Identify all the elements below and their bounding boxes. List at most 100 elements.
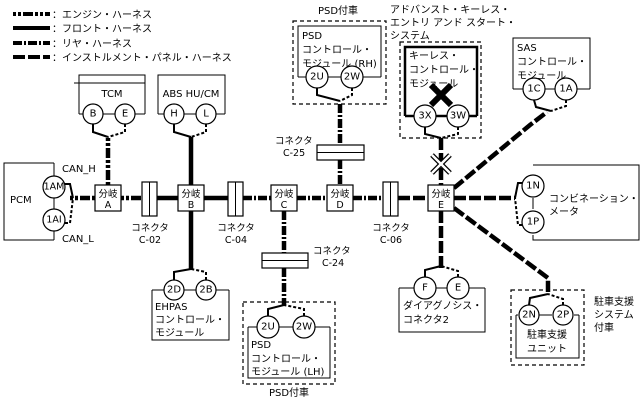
svg-text:コントロール・: コントロール・ — [251, 354, 321, 365]
psd-lh-option-box — [242, 301, 336, 385]
svg-text:2U: 2U — [261, 322, 275, 333]
connector-c06: コネクタ C-06 — [372, 181, 410, 246]
svg-text:分岐: 分岐 — [181, 188, 201, 200]
connector-c24: コネクタ C-24 — [261, 246, 351, 269]
parking-option-box — [510, 289, 585, 366]
pcm-label: PCM — [10, 195, 32, 206]
svg-text:C-24: C-24 — [322, 258, 344, 269]
can-h-label: CAN_H — [62, 164, 96, 175]
junction-b: 分岐 B — [177, 184, 205, 212]
svg-text:L: L — [203, 109, 209, 120]
svg-text:1C: 1C — [527, 84, 540, 95]
combination-meter-module: コンビネーション・ メータ 1N 1P — [514, 164, 640, 241]
svg-text:2D: 2D — [167, 285, 181, 296]
svg-text:コネクタ: コネクタ — [275, 136, 313, 147]
legend-front-label: ：フロント・ハーネス — [52, 23, 152, 35]
branch-e-parking — [452, 206, 551, 292]
pcm-twist-h — [65, 183, 74, 199]
junction-e: 分岐 E — [427, 184, 455, 212]
legend-instrument-label: ：インストルメント・パネル・ハーネス — [52, 52, 232, 64]
svg-text:1P: 1P — [527, 217, 539, 228]
svg-text:PSD: PSD — [251, 340, 271, 351]
svg-text:コネクタ: コネクタ — [217, 223, 255, 234]
svg-text:C-25: C-25 — [283, 148, 305, 159]
svg-text:分岐: 分岐 — [431, 188, 451, 200]
pcm-pin-1ai — [42, 208, 66, 232]
psd-rh-caption: PSD付車 — [318, 4, 358, 17]
svg-text:2B: 2B — [199, 285, 212, 296]
disabled-x-icon — [428, 82, 454, 108]
keyless-module: アドバンスト・キーレス・ エントリ アンド スタート・ システム キーレス・ コ… — [390, 4, 516, 175]
svg-text:B: B — [90, 109, 97, 120]
svg-text:コネクタ: コネクタ — [131, 223, 169, 234]
abs-box — [157, 74, 226, 114]
svg-text:B: B — [188, 200, 195, 211]
can-l-label: CAN_L — [62, 234, 94, 245]
svg-text:C: C — [281, 200, 288, 211]
legend-engine-label: ：エンジン・ハーネス — [52, 9, 152, 21]
pcm-box — [3, 162, 54, 241]
svg-text:EHPAS: EHPAS — [155, 302, 187, 313]
svg-text:E: E — [122, 109, 128, 120]
tcm-label: TCM — [100, 89, 122, 100]
svg-text:モジュール (RH): モジュール (RH) — [302, 59, 377, 70]
svg-text:コントロール・: コントロール・ — [409, 65, 479, 76]
abs-label: ABS HU/CM — [163, 89, 220, 100]
svg-text:コンビネーション・: コンビネーション・ — [549, 193, 639, 205]
svg-text:H: H — [170, 109, 178, 120]
svg-text:コントロール・: コントロール・ — [302, 45, 372, 56]
psd-rh-option-box — [292, 20, 387, 105]
parking-aid-module: 2N 2P 駐車支援 ユニット 駐車支援 システム 付車 — [510, 289, 634, 366]
junction-d: 分岐 D — [326, 184, 354, 212]
svg-text:駐車支援: 駐車支援 — [527, 328, 567, 341]
pcm-module: PCM 1AM 1AI CAN_H CAN_L — [3, 162, 96, 245]
svg-text:コネクタ2: コネクタ2 — [403, 314, 449, 326]
connector-c25: コネクタ C-25 — [275, 136, 365, 161]
svg-text:付車: 付車 — [594, 321, 614, 334]
svg-text:ユニット: ユニット — [527, 344, 567, 355]
svg-text:メータ: メータ — [549, 206, 579, 218]
svg-text:分岐: 分岐 — [274, 188, 294, 200]
tcm-module: TCM B E — [78, 74, 146, 138]
svg-text:C-04: C-04 — [225, 235, 247, 246]
svg-text:コントロール・: コントロール・ — [517, 57, 587, 68]
svg-text:3X: 3X — [418, 111, 431, 122]
svg-text:E: E — [438, 200, 444, 211]
svg-text:駐車支援: 駐車支援 — [594, 295, 634, 308]
combi-pin-1n — [521, 174, 545, 198]
svg-text:モジュール (LH): モジュール (LH) — [251, 367, 324, 378]
svg-text:2W: 2W — [296, 322, 312, 333]
svg-text:2W: 2W — [344, 72, 360, 83]
legend-rear-label: ：リヤ・ハーネス — [52, 38, 132, 50]
svg-text:2P: 2P — [557, 310, 569, 321]
svg-text:1AM: 1AM — [44, 182, 65, 193]
sas-module: SAS コントロール・ モジュール 1C 1A — [512, 37, 591, 112]
svg-text:A: A — [105, 200, 112, 211]
junction-a: 分岐 A — [94, 184, 122, 212]
svg-text:SAS: SAS — [517, 43, 537, 54]
svg-text:システム: システム — [594, 309, 634, 321]
svg-text:1N: 1N — [526, 181, 540, 192]
svg-text:PSD: PSD — [302, 31, 322, 42]
combi-pin-1p — [521, 210, 545, 234]
svg-text:システム: システム — [390, 30, 430, 42]
connector-c02: コネクタ C-02 — [131, 181, 169, 246]
ehpas-module: EHPAS コントロール・ モジュール 2D 2B — [151, 268, 230, 341]
svg-text:コントロール・: コントロール・ — [155, 315, 225, 326]
svg-text:アドバンスト・キーレス・: アドバンスト・キーレス・ — [390, 4, 510, 16]
branch-e-sas — [452, 110, 549, 190]
junction-c: 分岐 C — [270, 184, 298, 212]
svg-text:1AI: 1AI — [46, 215, 61, 226]
svg-text:F: F — [422, 283, 428, 294]
svg-text:キーレス・: キーレス・ — [409, 51, 459, 62]
svg-text:分岐: 分岐 — [330, 188, 350, 200]
svg-text:モジュール: モジュール — [155, 328, 204, 339]
tcm-box — [78, 74, 146, 114]
legend: ：エンジン・ハーネス ：フロント・ハーネス ：リヤ・ハーネス ：インストルメント… — [13, 9, 232, 84]
svg-text:D: D — [336, 200, 343, 211]
abs-module: ABS HU/CM H L — [157, 74, 226, 138]
svg-text:ダイアグノシス・: ダイアグノシス・ — [403, 299, 482, 312]
svg-text:3W: 3W — [450, 111, 466, 122]
svg-text:2U: 2U — [310, 72, 324, 83]
